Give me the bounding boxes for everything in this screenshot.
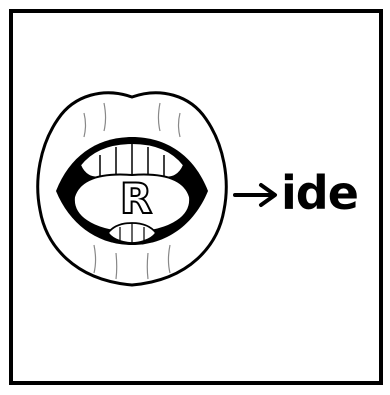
word-suffix: ide [281, 168, 358, 218]
right-arrow-icon [233, 182, 279, 208]
letter-r: R [112, 178, 160, 220]
